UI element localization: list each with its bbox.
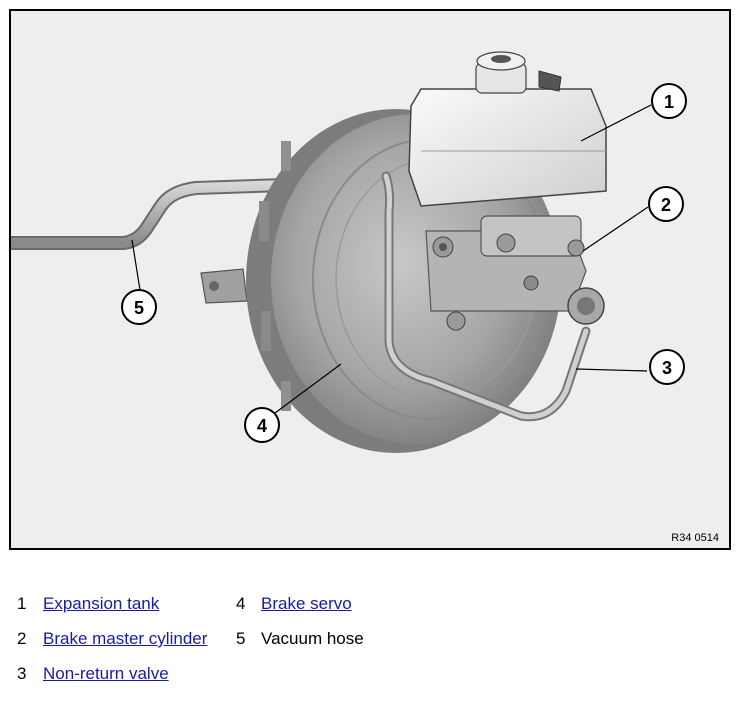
svg-text:2: 2 — [661, 195, 671, 215]
legend-label-vacuum-hose: Vacuum hose — [261, 629, 364, 648]
brake-master-cylinder — [425, 215, 587, 331]
figure-frame: 1 2 3 4 5 R34 0514 — [9, 9, 731, 550]
vacuum-hose — [11, 176, 348, 250]
svg-text:3: 3 — [662, 358, 672, 378]
svg-text:4: 4 — [257, 416, 267, 436]
callout-1: 1 — [651, 83, 687, 119]
svg-text:5: 5 — [134, 298, 144, 318]
link-brake-servo[interactable]: Brake servo — [261, 594, 352, 613]
legend-number-4: 4 — [236, 594, 246, 613]
legend-number-3: 3 — [17, 664, 27, 683]
expansion-tank — [408, 51, 607, 207]
legend-number-1: 1 — [17, 594, 27, 613]
link-brake-master-cylinder[interactable]: Brake master cylinder — [43, 629, 208, 648]
legend-number-5: 5 — [236, 629, 246, 648]
callout-5: 5 — [121, 289, 157, 325]
non-return-valve — [567, 287, 605, 325]
bracket-bolt — [209, 281, 219, 291]
mounting-bracket — [200, 268, 248, 304]
callout-leaders — [131, 104, 652, 414]
callout-4: 4 — [244, 407, 280, 443]
figure-code: R34 0514 — [671, 532, 719, 544]
callout-layer: 1 2 3 4 5 — [121, 83, 687, 443]
callout-3: 3 — [649, 349, 685, 385]
legend-number-2: 2 — [17, 629, 27, 648]
callout-2: 2 — [648, 186, 684, 222]
brake-servo-illustration — [11, 51, 652, 453]
svg-text:1: 1 — [664, 92, 674, 112]
link-non-return-valve[interactable]: Non-return valve — [43, 664, 169, 683]
link-expansion-tank[interactable]: Expansion tank — [43, 594, 160, 613]
